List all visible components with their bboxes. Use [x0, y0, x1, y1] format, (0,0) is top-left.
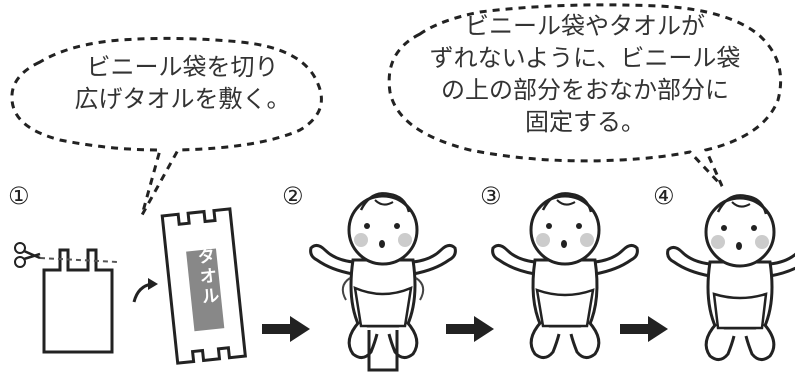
step-number-1: ① — [8, 182, 30, 210]
baby-step-3 — [491, 191, 639, 360]
baby-step-2 — [309, 191, 457, 372]
step-number-4: ④ — [653, 182, 675, 210]
right-arrow-icon — [262, 316, 310, 342]
towel-label: タオル — [197, 246, 220, 307]
speech-bubble-left — [10, 36, 323, 216]
speech-bubble-right — [387, 3, 783, 188]
step-number-2: ② — [282, 182, 304, 210]
bubble-left-line-1: ビニール袋を切り — [86, 53, 279, 81]
plastic-bag-illustration — [39, 248, 119, 354]
bubble-right-text: ビニール袋やタオルが ずれないように、ビニール袋 の上の部分をおなか部分に 固定… — [395, 10, 775, 138]
bubble-right-line-1: ビニール袋やタオルが — [465, 12, 705, 40]
opened-bag-with-towel — [160, 207, 247, 365]
baby-step-4 — [666, 193, 795, 362]
bubble-right-line-3: の上の部分をおなか部分に — [441, 76, 729, 104]
scissors-icon — [14, 242, 41, 268]
bubble-left-text: ビニール袋を切り 広げタオルを敷く。 — [40, 51, 325, 115]
bubble-left-line-2: 広げタオルを敷く。 — [74, 85, 291, 113]
step-number-3: ③ — [480, 182, 502, 210]
right-arrow-icon — [620, 316, 668, 342]
bubble-right-line-2: ずれないように、ビニール袋 — [429, 44, 741, 72]
bubble-right-line-4: 固定する。 — [525, 108, 645, 136]
right-arrow-icon — [446, 316, 494, 342]
rotate-arrow-icon — [341, 277, 351, 301]
rotate-arrow-icon — [415, 277, 425, 301]
